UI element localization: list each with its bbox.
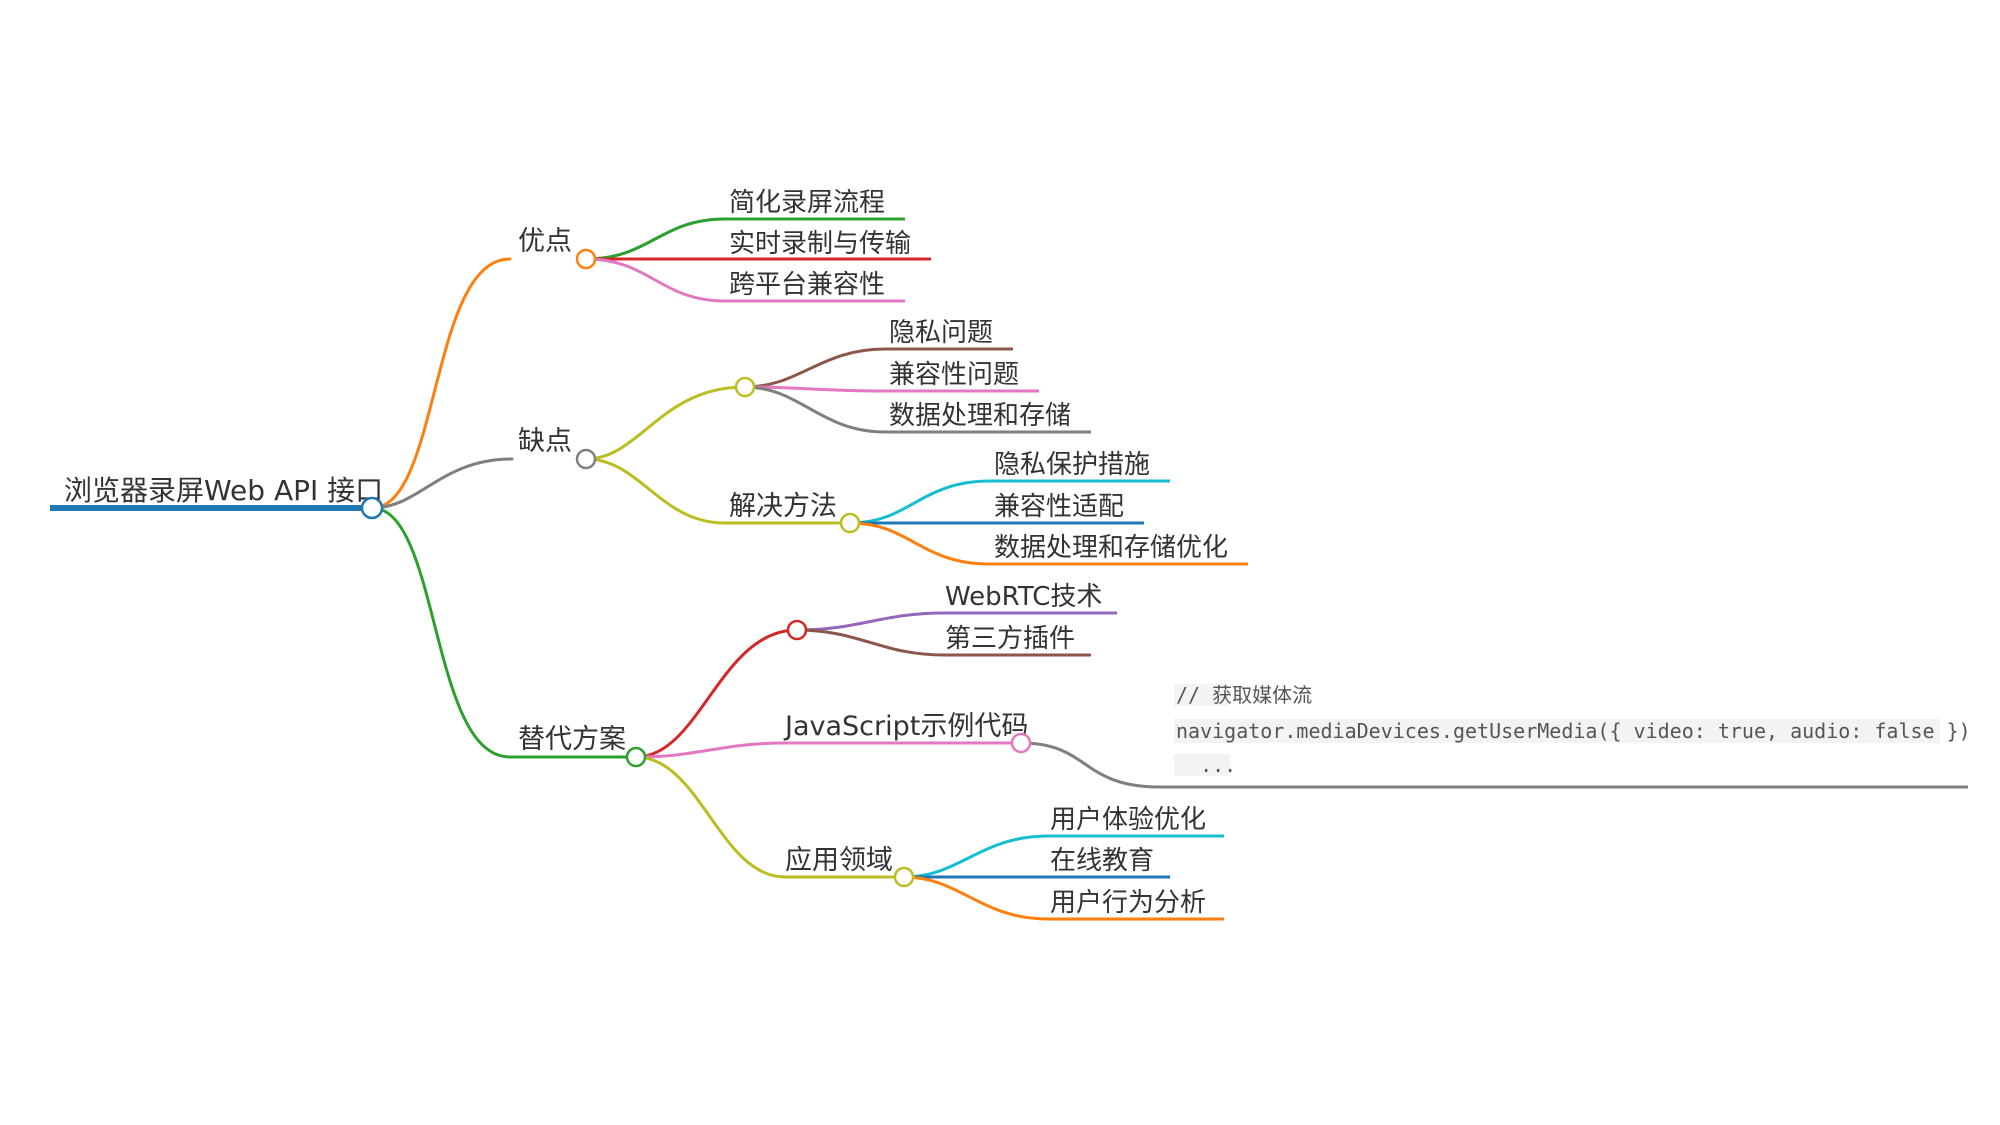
leaf-privacy-issue[interactable]: 隐私问题 bbox=[885, 318, 1013, 351]
link-root-cons bbox=[370, 457, 514, 510]
cons-label: 缺点 bbox=[518, 426, 572, 457]
leaf-label: 隐私保护措施 bbox=[994, 450, 1150, 480]
leaf-compatibility-issue[interactable]: 兼容性问题 bbox=[885, 360, 1039, 393]
alternatives-example-group[interactable]: JavaScript示例代码 bbox=[783, 711, 1028, 745]
leaf-cross-platform[interactable]: 跨平台兼容性 bbox=[725, 270, 905, 303]
link-alt-applications bbox=[634, 755, 787, 879]
example-node-dot[interactable] bbox=[1010, 732, 1032, 754]
leaf-compatibility-adapt[interactable]: 兼容性适配 bbox=[970, 492, 1144, 525]
link-solutions-1 bbox=[848, 479, 992, 525]
pros-node-dot[interactable] bbox=[575, 248, 597, 270]
leaf-online-education[interactable]: 在线教育 bbox=[1028, 846, 1170, 879]
leaf-label: 用户行为分析 bbox=[1050, 888, 1206, 918]
applications-label: 应用领域 bbox=[785, 845, 893, 876]
leaf-label: 数据处理和存储 bbox=[889, 401, 1071, 431]
link-example-code bbox=[1019, 741, 1162, 789]
link-alt-tech bbox=[634, 628, 799, 759]
link-apps-1 bbox=[902, 834, 1050, 879]
branch-alternatives[interactable]: 替代方案 bbox=[510, 724, 636, 759]
code-bg-1 bbox=[1174, 684, 1228, 706]
leaf-label: 跨平台兼容性 bbox=[729, 270, 885, 300]
alternatives-node-dot[interactable] bbox=[625, 746, 647, 768]
leaf-ux-optimization[interactable]: 用户体验优化 bbox=[1048, 805, 1224, 838]
leaf-simplify-recording[interactable]: 简化录屏流程 bbox=[725, 188, 905, 221]
link-solutions-3 bbox=[848, 521, 992, 566]
root-node[interactable]: 浏览器录屏Web API 接口 bbox=[50, 474, 383, 511]
link-alt-example bbox=[634, 741, 787, 759]
root-node-dot[interactable] bbox=[360, 496, 384, 520]
leaf-behavior-analysis[interactable]: 用户行为分析 bbox=[1048, 888, 1224, 921]
cons-solutions-group[interactable]: 解决方法 bbox=[725, 491, 850, 525]
leaf-data-processing[interactable]: 数据处理和存储 bbox=[885, 401, 1091, 434]
leaf-label: WebRTC技术 bbox=[945, 582, 1102, 612]
leaf-privacy-protection[interactable]: 隐私保护措施 bbox=[990, 450, 1170, 483]
branch-cons[interactable]: 缺点 bbox=[518, 426, 572, 457]
link-pros-3 bbox=[584, 257, 727, 303]
link-root-pros bbox=[370, 257, 512, 510]
leaf-label: 数据处理和存储优化 bbox=[994, 533, 1228, 563]
alt-tech-node-dot[interactable] bbox=[786, 619, 808, 641]
leaf-webrtc[interactable]: WebRTC技术 bbox=[945, 582, 1117, 615]
code-line-getusermedia: navigator.mediaDevices.getUserMedia({ vi… bbox=[1176, 719, 1971, 743]
link-root-alternatives bbox=[370, 506, 512, 759]
code-line-ellipsis: ... bbox=[1176, 753, 1236, 777]
link-apps-3 bbox=[902, 875, 1050, 921]
applications-node-dot[interactable] bbox=[893, 866, 915, 888]
pros-label: 优点 bbox=[518, 226, 572, 257]
branch-pros[interactable]: 优点 bbox=[518, 226, 572, 257]
link-tech-2 bbox=[795, 628, 947, 657]
leaf-realtime-recording[interactable]: 实时录制与传输 bbox=[705, 229, 931, 261]
link-issues-3 bbox=[743, 385, 887, 434]
alternatives-applications-group[interactable]: 应用领域 bbox=[785, 845, 904, 879]
alternatives-label: 替代方案 bbox=[518, 724, 626, 755]
cons-issues-node-dot[interactable] bbox=[734, 376, 756, 398]
solutions-node-dot[interactable] bbox=[839, 512, 861, 534]
solutions-label: 解决方法 bbox=[729, 491, 837, 522]
code-bg-2 bbox=[1174, 719, 1940, 743]
link-pros-1 bbox=[584, 217, 727, 261]
leaf-label: 用户体验优化 bbox=[1050, 805, 1206, 835]
leaf-label: 兼容性问题 bbox=[889, 360, 1019, 390]
code-bg-3 bbox=[1174, 754, 1230, 776]
example-label: JavaScript示例代码 bbox=[783, 711, 1028, 742]
leaf-label: 隐私问题 bbox=[889, 318, 993, 348]
link-cons-issues bbox=[584, 385, 747, 461]
link-tech-1 bbox=[795, 611, 947, 632]
link-cons-solutions bbox=[584, 457, 727, 525]
leaf-data-optimization[interactable]: 数据处理和存储优化 bbox=[990, 533, 1248, 566]
leaf-label: 简化录屏流程 bbox=[729, 188, 885, 218]
leaf-third-party-plugin[interactable]: 第三方插件 bbox=[945, 624, 1091, 657]
leaf-label: 实时录制与传输 bbox=[729, 229, 911, 259]
leaf-label: 在线教育 bbox=[1050, 846, 1154, 876]
leaf-label: 第三方插件 bbox=[945, 624, 1075, 654]
cons-node-dot[interactable] bbox=[575, 448, 597, 470]
code-line-comment: // 获取媒体流 bbox=[1176, 683, 1312, 707]
link-issues-1 bbox=[743, 347, 887, 389]
code-snippet[interactable]: // 获取媒体流 navigator.mediaDevices.getUserM… bbox=[1160, 683, 1971, 789]
root-label: 浏览器录屏Web API 接口 bbox=[64, 474, 383, 507]
leaf-label: 兼容性适配 bbox=[994, 492, 1124, 522]
